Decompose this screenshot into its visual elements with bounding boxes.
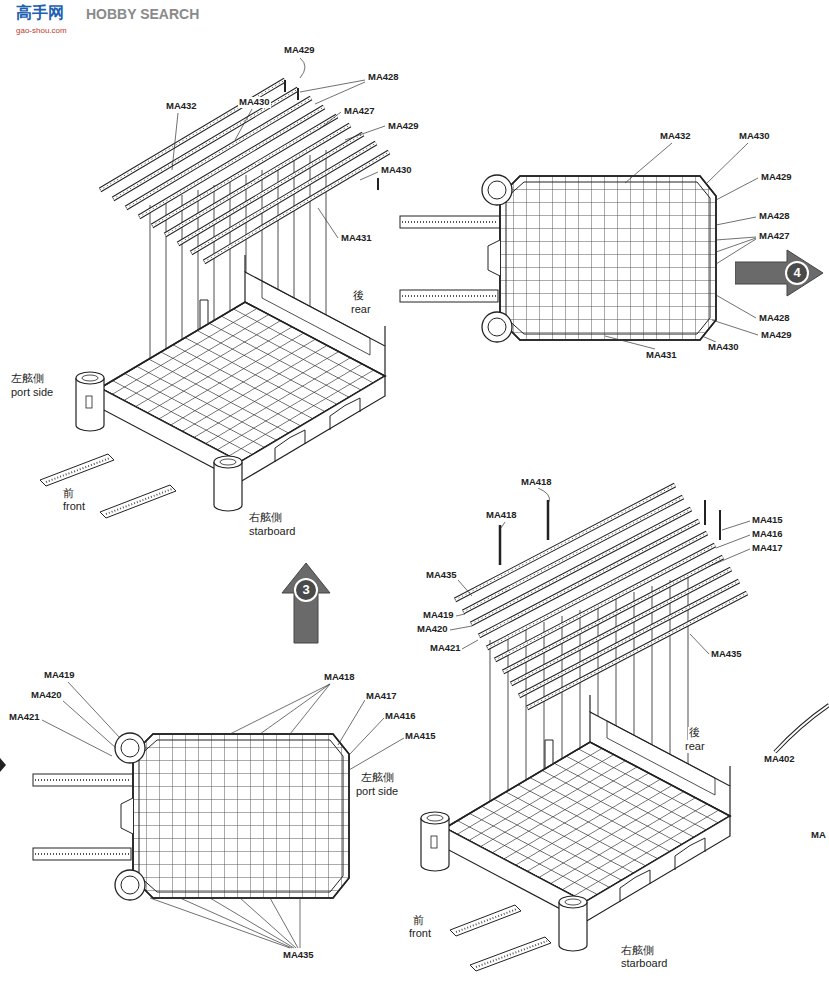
part-number: MA429 — [283, 45, 316, 56]
side-label: starboard — [248, 525, 296, 538]
part-number: MA421 — [429, 643, 462, 654]
side-label: 前 — [62, 488, 75, 501]
part-number: MA418 — [323, 672, 356, 683]
part-number: MA430 — [238, 97, 271, 108]
part-number: MA428 — [758, 313, 791, 324]
part-number: MA432 — [659, 131, 692, 142]
side-label: front — [408, 927, 432, 940]
step-circle — [295, 579, 317, 601]
side-label: 後 — [352, 290, 365, 303]
side-label: 左舷側 — [360, 772, 395, 785]
watermark: gao-shou.com — [15, 26, 68, 35]
part-number: MA429 — [760, 330, 793, 341]
part-number: MA — [810, 830, 827, 841]
side-label: front — [62, 500, 86, 513]
side-label: rear — [350, 303, 372, 316]
watermark: 高手网 — [15, 4, 65, 22]
part-number: MA420 — [30, 690, 63, 701]
part-number: MA435 — [710, 649, 743, 660]
part-number: MA427 — [758, 231, 791, 242]
part-number: MA430 — [738, 131, 771, 142]
step-number: 4 — [786, 265, 808, 281]
side-label: starboard — [620, 957, 668, 970]
part-number: MA431 — [340, 233, 373, 244]
step-circle — [786, 262, 808, 284]
part-number: MA419 — [43, 670, 76, 681]
step-arrow: 3 — [280, 563, 332, 645]
arrow-body — [282, 563, 330, 643]
part-number: MA428 — [758, 211, 791, 222]
side-label: 右舷側 — [248, 512, 283, 525]
part-number: MA415 — [404, 731, 437, 742]
side-label: rear — [684, 740, 706, 753]
side-label: 前 — [412, 915, 425, 928]
step-arrow: 4 — [735, 248, 825, 298]
side-label: port side — [355, 785, 399, 798]
part-number: MA435 — [425, 570, 458, 581]
side-label: 右舷側 — [620, 945, 655, 958]
part-number: MA429 — [760, 172, 793, 183]
part-number: MA432 — [165, 101, 198, 112]
part-number: MA420 — [416, 624, 449, 635]
part-number: MA416 — [751, 529, 784, 540]
part-number: MA430 — [380, 165, 413, 176]
part-number: MA428 — [367, 72, 400, 83]
part-number: MA431 — [645, 350, 678, 361]
part-number: MA427 — [343, 106, 376, 117]
part-number: MA418 — [520, 477, 553, 488]
part-number: MA429 — [387, 121, 420, 132]
part-number: MA417 — [751, 543, 784, 554]
side-label: 左舷側 — [10, 373, 45, 386]
part-number: MA416 — [384, 711, 417, 722]
arrow-shape — [735, 248, 825, 298]
step-number: 3 — [295, 582, 317, 598]
part-number: MA418 — [485, 510, 518, 521]
part-number: MA430 — [707, 342, 740, 353]
part-number: MA421 — [8, 712, 41, 723]
part-number: MA417 — [365, 691, 398, 702]
part-number: MA419 — [422, 610, 455, 621]
part-number: MA402 — [763, 754, 796, 765]
arrow-body — [735, 250, 823, 296]
watermark: HOBBY SEARCH — [85, 6, 200, 22]
part-number: MA435 — [282, 950, 315, 961]
arrow-shape — [280, 563, 332, 645]
side-label: port side — [10, 386, 54, 399]
part-number: MA415 — [751, 515, 784, 526]
side-label: 後 — [688, 727, 701, 740]
